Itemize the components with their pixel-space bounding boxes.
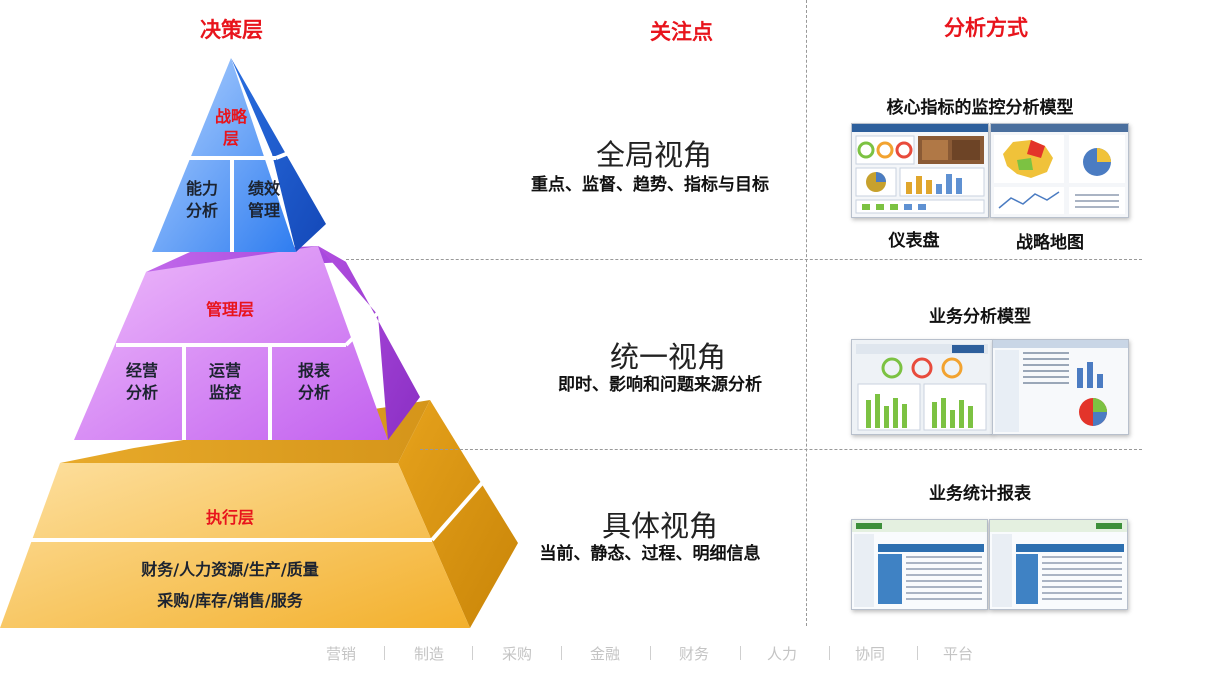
row-divider-1 xyxy=(346,259,1142,260)
focus-global-subtitle: 重点、监督、趋势、指标与目标 xyxy=(531,175,769,195)
nav-item-hr[interactable]: 人力 xyxy=(767,645,798,663)
bottom-tier-side-face xyxy=(398,400,518,628)
header-focus: 关注点 xyxy=(650,20,713,44)
row-divider-2 xyxy=(420,449,1142,450)
nav-separator xyxy=(740,646,741,660)
focus-global-title: 全局视角 xyxy=(595,138,712,172)
header-analysis-method: 分析方式 xyxy=(944,16,1028,40)
statistics-report-screenshot-1 xyxy=(851,519,988,610)
method-core-kpi-title: 核心指标的监控分析模型 xyxy=(886,98,1074,118)
execution-layer-label: 执行层 xyxy=(205,508,254,527)
nav-item-finance-banking[interactable]: 金融 xyxy=(590,645,621,663)
nav-separator xyxy=(472,646,473,660)
header-decision-layer: 决策层 xyxy=(200,18,263,42)
nav-separator xyxy=(650,646,651,660)
focus-specific-title: 具体视角 xyxy=(601,509,718,543)
nav-separator xyxy=(561,646,562,660)
dashboard-caption: 仪表盘 xyxy=(888,231,940,251)
business-dashboard-screenshot xyxy=(851,339,993,435)
focus-unified-title: 统一视角 xyxy=(609,340,726,374)
execution-areas-line2: 采购/库存/销售/服务 xyxy=(157,591,303,610)
column-divider xyxy=(806,0,807,626)
focus-unified-subtitle: 即时、影响和问题来源分析 xyxy=(558,375,762,395)
business-report-screenshot xyxy=(992,339,1129,435)
statistics-report-screenshot-2 xyxy=(989,519,1128,610)
report-analysis-label: 报表 分析 xyxy=(297,361,330,402)
business-analysis-label: 经营 分析 xyxy=(125,361,158,402)
nav-item-collaboration[interactable]: 协同 xyxy=(855,645,886,663)
strategy-map-screenshot xyxy=(990,123,1129,218)
nav-item-platform[interactable]: 平台 xyxy=(943,645,974,663)
pyramid-diagram xyxy=(0,58,518,628)
nav-item-marketing[interactable]: 营销 xyxy=(326,645,357,663)
execution-areas-line1: 财务/人力资源/生产/质量 xyxy=(141,560,319,579)
nav-separator xyxy=(829,646,830,660)
nav-item-accounting[interactable]: 财务 xyxy=(679,645,710,663)
top-tier-front-face xyxy=(152,58,296,252)
method-business-model-title: 业务分析模型 xyxy=(929,307,1031,327)
performance-management-label: 绩效 管理 xyxy=(247,179,280,220)
ability-analysis-label: 能力 分析 xyxy=(185,179,218,220)
focus-specific-subtitle: 当前、静态、过程、明细信息 xyxy=(539,544,761,564)
management-layer-label: 管理层 xyxy=(205,300,254,319)
operation-monitoring-label: 运营 监控 xyxy=(208,361,241,402)
bottom-nav: 营销 制造 采购 金融 财务 人力 协同 平台 xyxy=(0,643,1209,663)
strategy-layer-label: 战略 层 xyxy=(214,107,247,148)
strategy-map-caption: 战略地图 xyxy=(1016,233,1084,253)
nav-item-procurement[interactable]: 采购 xyxy=(502,645,533,663)
dashboard-screenshot xyxy=(851,123,989,218)
nav-separator xyxy=(917,646,918,660)
nav-item-manufacturing[interactable]: 制造 xyxy=(414,645,445,663)
middle-tier-side-face xyxy=(318,246,420,440)
nav-separator xyxy=(384,646,385,660)
bottom-tier-front-face xyxy=(0,463,470,628)
method-statistics-report-title: 业务统计报表 xyxy=(929,484,1031,504)
